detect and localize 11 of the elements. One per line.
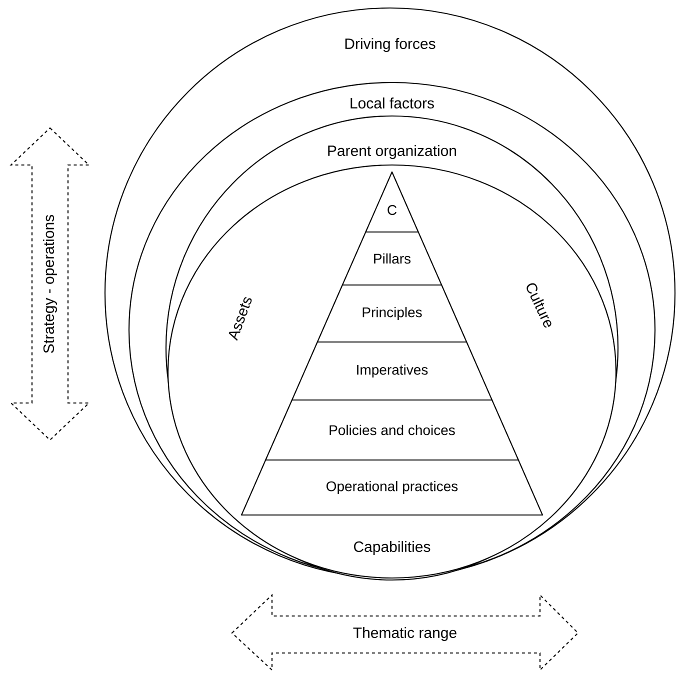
circle-label: Culture — [526, 283, 552, 328]
circle-label: Parent organization — [328, 145, 456, 159]
pyramid-level: Principles — [316, 284, 468, 343]
pyramid-level: Pillars — [342, 231, 442, 286]
circle-label: Local factors — [350, 98, 434, 108]
circle-label: Driving forces — [345, 38, 436, 52]
pyramid-level: Operational practices — [240, 459, 544, 516]
pyramid-level: Imperatives — [291, 341, 493, 401]
pyramid-apex: C — [365, 171, 419, 233]
circle-label: Capabilities — [354, 541, 430, 555]
circle-label: Assets — [228, 297, 252, 341]
